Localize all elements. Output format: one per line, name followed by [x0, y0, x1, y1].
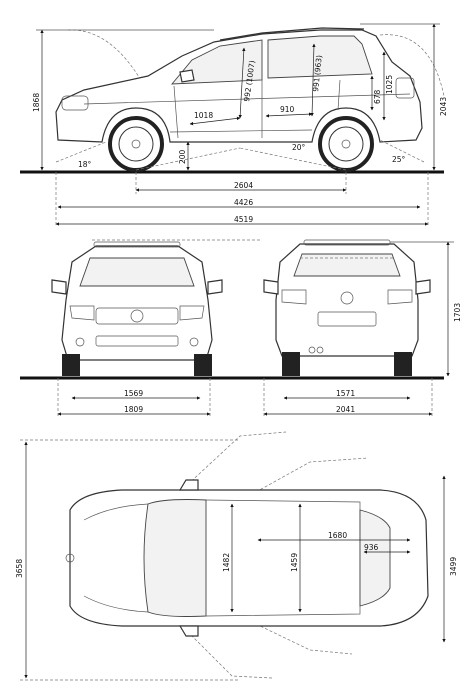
hood-swing-line [67, 29, 143, 83]
front-legroom-line [189, 116, 241, 126]
label-rear-legroom: 910 [280, 105, 295, 114]
label-height-rear: 1703 [453, 303, 462, 322]
door-swing-top-lower [183, 627, 273, 679]
label-turning-circle: 3658 [15, 559, 24, 578]
breakover-line-a [135, 147, 241, 171]
label-height-roof: 2043 [439, 97, 448, 116]
front-mirror-right [207, 279, 223, 295]
rear-door-line [337, 79, 341, 111]
front-headroom-line [238, 47, 246, 119]
approach-line [55, 141, 107, 163]
top-mirror-lower [178, 625, 199, 637]
label-rear-interior-width: 936 [364, 543, 379, 552]
label-approach: 18° [78, 160, 92, 169]
front-rim [118, 126, 154, 162]
label-interior-length: 1680 [328, 531, 347, 540]
front-fog-left [75, 337, 85, 347]
label-clearance: 200 [178, 149, 187, 164]
label-trunk-height: 1025 [385, 75, 394, 94]
top-hood-crease [83, 503, 149, 613]
label-front-track: 1569 [124, 389, 143, 398]
front-fog-right [189, 337, 199, 347]
taillight-side [395, 77, 415, 99]
front-headlight-left [69, 305, 95, 321]
front-view: 1569 1809 [20, 239, 444, 418]
label-rear-seat-width: 1459 [290, 553, 299, 572]
label-departure: 25° [392, 155, 406, 164]
label-front-interior-width: 1482 [222, 553, 231, 572]
front-hub [131, 139, 141, 149]
front-windshield [79, 257, 195, 287]
roof-rail [219, 27, 365, 41]
label-length-overall: 4519 [234, 215, 253, 224]
rear-hub [341, 139, 351, 149]
label-height-side: 1868 [32, 93, 41, 112]
label-wheelbase: 2604 [234, 181, 253, 190]
label-length: 4426 [234, 198, 253, 207]
front-badge [130, 309, 144, 323]
top-badge [65, 553, 75, 563]
rear-tail-light-left [281, 289, 307, 305]
label-rear-headroom: 991 (963) [311, 55, 324, 93]
rear-exhaust-left [308, 346, 316, 354]
front-roof-rails [93, 241, 181, 248]
front-headlight-right [179, 305, 205, 321]
side-crease [83, 93, 411, 105]
tailgate-swing-line [379, 34, 445, 97]
label-breakover: 20° [292, 143, 306, 152]
front-lower-intake [95, 335, 179, 347]
label-trunk-opening: 678 [373, 89, 382, 104]
front-grille [95, 307, 179, 325]
breakover-line-b [239, 147, 347, 171]
door-line [173, 85, 179, 139]
headlight-side [61, 95, 89, 111]
rear-tire-right [394, 352, 412, 376]
rear-side-window [267, 35, 373, 79]
sill-line [169, 129, 313, 133]
rear-mirror-left [263, 279, 279, 295]
front-mirror-left [51, 279, 67, 295]
rear-tire-left [282, 352, 300, 376]
label-width: 1809 [124, 405, 143, 414]
rear-door-swing-lower [255, 623, 353, 655]
label-front-legroom: 1018 [194, 111, 213, 120]
front-tire-left [62, 354, 80, 376]
front-tire-right [194, 354, 212, 376]
side-view: 1868 2043 18° 25° 200 20° 992 (1007) 991… [20, 23, 448, 226]
top-view: 3658 3499 1680 936 1482 1459 [15, 431, 458, 681]
rear-badge [340, 291, 354, 305]
rear-mirror-right [415, 279, 431, 295]
door-swing-top-upper [183, 431, 287, 489]
rear-rim [328, 126, 364, 162]
rear-window [293, 253, 401, 277]
rear-tail-light-right [387, 289, 413, 305]
top-windshield [143, 499, 207, 617]
top-rear-window [359, 509, 391, 607]
rear-roof-rails [303, 239, 391, 246]
rear-headroom-line [310, 43, 316, 117]
rear-view: 1703 1571 2041 [263, 239, 462, 418]
rear-legroom-line [265, 112, 313, 118]
label-rear-track: 1571 [336, 389, 355, 398]
rear-plate-area [317, 311, 377, 327]
label-mirror-width-top: 3499 [449, 557, 458, 576]
label-width-mirrors: 2041 [336, 405, 355, 414]
mirror-side [179, 69, 195, 83]
rear-door-swing-upper [255, 457, 369, 493]
departure-line [379, 139, 425, 163]
rear-exhaust-right [316, 346, 324, 354]
top-mirror-upper [178, 479, 199, 491]
